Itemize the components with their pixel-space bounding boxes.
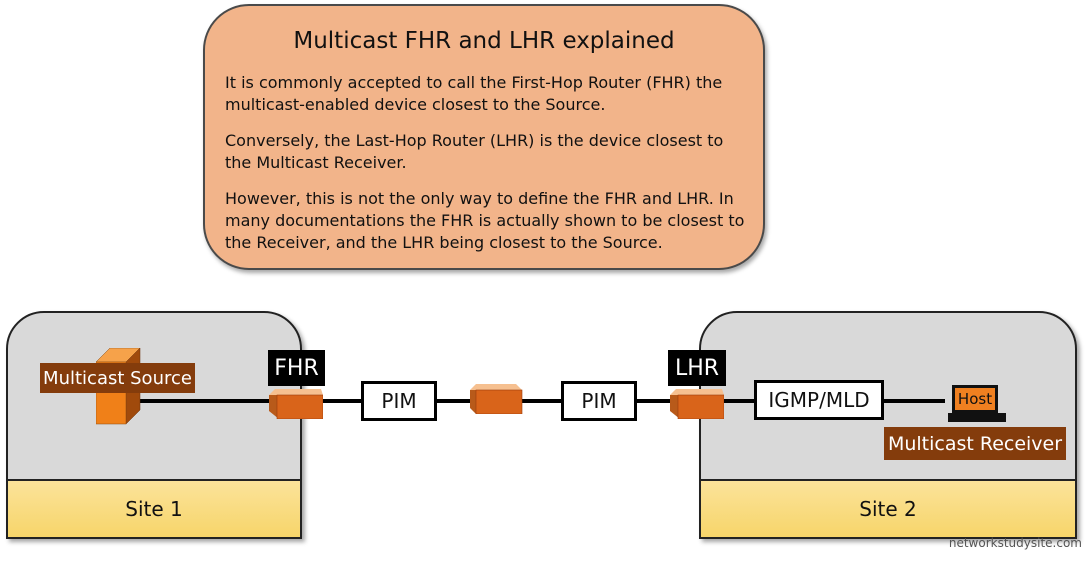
site-2: Site 2: [699, 311, 1077, 539]
site-2-label: Site 2: [701, 479, 1075, 537]
info-box: Multicast FHR and LHR explained It is co…: [203, 4, 765, 270]
info-title: Multicast FHR and LHR explained: [293, 28, 675, 54]
multicast-source-label: Multicast Source: [40, 363, 195, 393]
site-1-label: Site 1: [8, 479, 300, 537]
multicast-receiver-label: Multicast Receiver: [884, 427, 1066, 460]
link-source-fhr: [140, 399, 278, 403]
info-paragraph: However, this is not the only way to def…: [225, 189, 745, 252]
fhr-label: FHR: [268, 350, 325, 386]
igmp-mld-label: IGMP/MLD: [754, 380, 884, 420]
site-1: Site 1: [6, 311, 302, 539]
host-base-icon: [948, 413, 1006, 422]
host-screen[interactable]: Host: [952, 385, 998, 413]
pim-label-right: PIM: [561, 381, 637, 421]
transit-router-icon[interactable]: [470, 384, 524, 414]
watermark: networkstudysite.com: [948, 536, 1082, 550]
fhr-router-icon[interactable]: [269, 389, 323, 419]
lhr-router-icon[interactable]: [670, 389, 724, 419]
pim-label-left: PIM: [361, 381, 437, 421]
info-paragraph: Conversely, the Last-Hop Router (LHR) is…: [225, 131, 724, 172]
info-paragraph: It is commonly accepted to call the Firs…: [225, 73, 723, 114]
lhr-label: LHR: [668, 350, 726, 386]
